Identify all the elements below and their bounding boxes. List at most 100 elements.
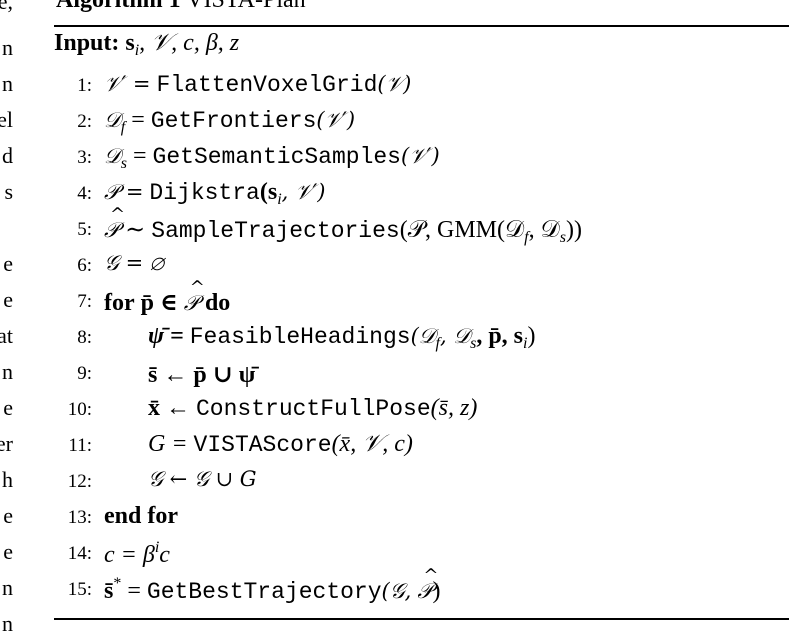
line-args-tail: )) — [566, 217, 582, 243]
line-number: 2: — [77, 111, 92, 132]
fragment: n — [2, 71, 13, 96]
line-sub: s — [470, 335, 477, 352]
function-name: Dijkstra — [149, 180, 260, 206]
line-text: 𝒢 ← 𝒢 ∪ G — [148, 467, 257, 491]
line-number: 6: — [77, 255, 92, 276]
algorithm-line: 15: s̄* = GetBestTrajectory(𝒢, 𝒫) — [54, 565, 789, 609]
fragment: el — [0, 107, 13, 132]
operator: = — [131, 107, 145, 133]
line-args-tail: , p̄, s — [476, 323, 523, 349]
fragment: e — [3, 395, 13, 420]
line-args: (s̄, z) — [430, 395, 478, 421]
algorithm-title: Algorithm 1 VISTA-Plan — [56, 0, 306, 14]
function-name: GetFrontiers — [150, 108, 317, 134]
input-rest: , 𝒱, c, β, z — [139, 30, 240, 56]
line-lhs: 𝒟 — [104, 144, 121, 168]
line-sub: i — [277, 191, 282, 208]
line-args-mid: , 𝒟 — [439, 324, 471, 348]
loop-variable: p̄ ∈ — [140, 290, 178, 316]
line-args: (𝒱) — [377, 72, 412, 96]
fragment: at — [0, 323, 13, 348]
algorithm-name: VISTA-Plan — [186, 0, 306, 13]
algorithm-block: Algorithm 1 VISTA-Plan Input: si, 𝒱, c, … — [54, 0, 789, 641]
algorithm-line: 13: end for — [54, 503, 789, 537]
keyword-for: for — [104, 290, 135, 316]
line-lhs: x̄ ← — [148, 395, 190, 421]
input-sub: i — [134, 42, 140, 59]
line-args-tail: ) — [432, 578, 441, 604]
line-args: (x̄, 𝒱, c) — [331, 431, 413, 457]
input-var-s: s — [125, 30, 135, 56]
algorithm-line: 5: 𝒫 ∼ SampleTrajectories(𝒫, GMM(𝒟f, 𝒟s)… — [54, 204, 789, 249]
line-lhs: 𝒫 = — [104, 180, 144, 204]
algorithm-line: 12: 𝒢 ← 𝒢 ∪ G — [54, 467, 789, 501]
line-number: 4: — [77, 183, 92, 204]
line-lhs-hat: 𝒫 — [104, 204, 125, 243]
line-number: 9: — [77, 363, 92, 384]
algorithm-line: 10: x̄ ← ConstructFullPose(s̄, z) — [54, 395, 789, 429]
line-tail: c — [159, 542, 170, 568]
fragment: e — [3, 539, 13, 564]
line-args: (𝒱′) — [401, 144, 440, 168]
algorithm-line: 1: 𝒱′ = FlattenVoxelGrid(𝒱) — [54, 71, 789, 105]
line-sup: * — [113, 575, 122, 592]
line-number: 15: — [67, 579, 92, 600]
fragment: n — [2, 359, 13, 384]
function-name: ConstructFullPose — [196, 396, 431, 422]
line-args: (𝒫, GMM(𝒟 — [399, 217, 525, 243]
line-sub: s — [120, 155, 127, 172]
line-text: c = β — [104, 542, 155, 568]
top-rule — [54, 25, 789, 27]
function-name: VISTAScore — [193, 432, 332, 458]
line-lhs: 𝒱′ = — [104, 72, 151, 96]
line-lhs: ψ̄ = — [148, 323, 184, 349]
keyword-end-for: end for — [104, 503, 178, 529]
function-name: GetSemanticSamples — [152, 144, 401, 170]
operator: ∼ — [125, 217, 146, 243]
line-args: (s — [259, 179, 278, 205]
fragment: n — [2, 611, 13, 636]
line-number: 11: — [68, 435, 92, 456]
line-number: 12: — [67, 471, 92, 492]
algorithm-line: 2: 𝒟f = GetFrontiers(𝒱′) — [54, 107, 789, 141]
line-sub: i — [523, 335, 528, 352]
line-number: 8: — [77, 327, 92, 348]
input-label: Input: — [54, 30, 120, 56]
line-sup: i — [154, 539, 160, 556]
line-hat: 𝒫 — [417, 565, 438, 604]
fragment: n — [2, 575, 13, 600]
algorithm-line: 6: 𝒢 = ∅ — [54, 251, 789, 285]
fragment: e — [3, 251, 13, 276]
line-number: 14: — [67, 543, 92, 564]
operator: = — [127, 578, 141, 604]
line-number: 3: — [77, 147, 92, 168]
line-lhs: G = — [148, 431, 188, 457]
algorithm-line: 8: ψ̄ = FeasibleHeadings(𝒟f, 𝒟s, p̄, si) — [54, 323, 789, 357]
left-column-text-fragments: e, n n el d s e e at n e er h e e n n — [0, 0, 14, 641]
function-name: FlattenVoxelGrid — [156, 72, 378, 98]
fragment: d — [2, 143, 13, 168]
fragment: e — [3, 287, 13, 312]
fragment: er — [0, 431, 13, 456]
line-text: 𝒢 = ∅ — [104, 251, 164, 275]
line-args: (𝒟 — [410, 324, 436, 348]
line-number: 5: — [77, 219, 92, 240]
line-number: 7: — [77, 291, 92, 312]
algorithm-label: Algorithm 1 — [56, 0, 181, 13]
bottom-rule — [54, 618, 789, 620]
algorithm-line: 9: s̄ ← p̄ ∪ ψ̄ — [54, 359, 789, 393]
function-name: GetBestTrajectory — [146, 579, 382, 605]
line-lhs: 𝒟 — [104, 108, 121, 132]
line-sub: s — [559, 229, 567, 246]
input-line: Input: si, 𝒱, c, β, z — [54, 30, 239, 60]
algorithm-line: 3: 𝒟s = GetSemanticSamples(𝒱′) — [54, 143, 789, 177]
line-args-mid: , 𝒟 — [528, 217, 560, 243]
line-lhs: s̄ — [104, 578, 114, 604]
line-args: (𝒢, — [381, 579, 412, 603]
line-text: s̄ ← p̄ ∪ ψ̄ — [148, 362, 256, 388]
line-number: 10: — [67, 399, 92, 420]
fragment: n — [2, 35, 13, 60]
line-args: (𝒱′) — [316, 108, 356, 132]
line-sub: f — [120, 119, 126, 136]
line-args-end: ) — [527, 323, 536, 349]
